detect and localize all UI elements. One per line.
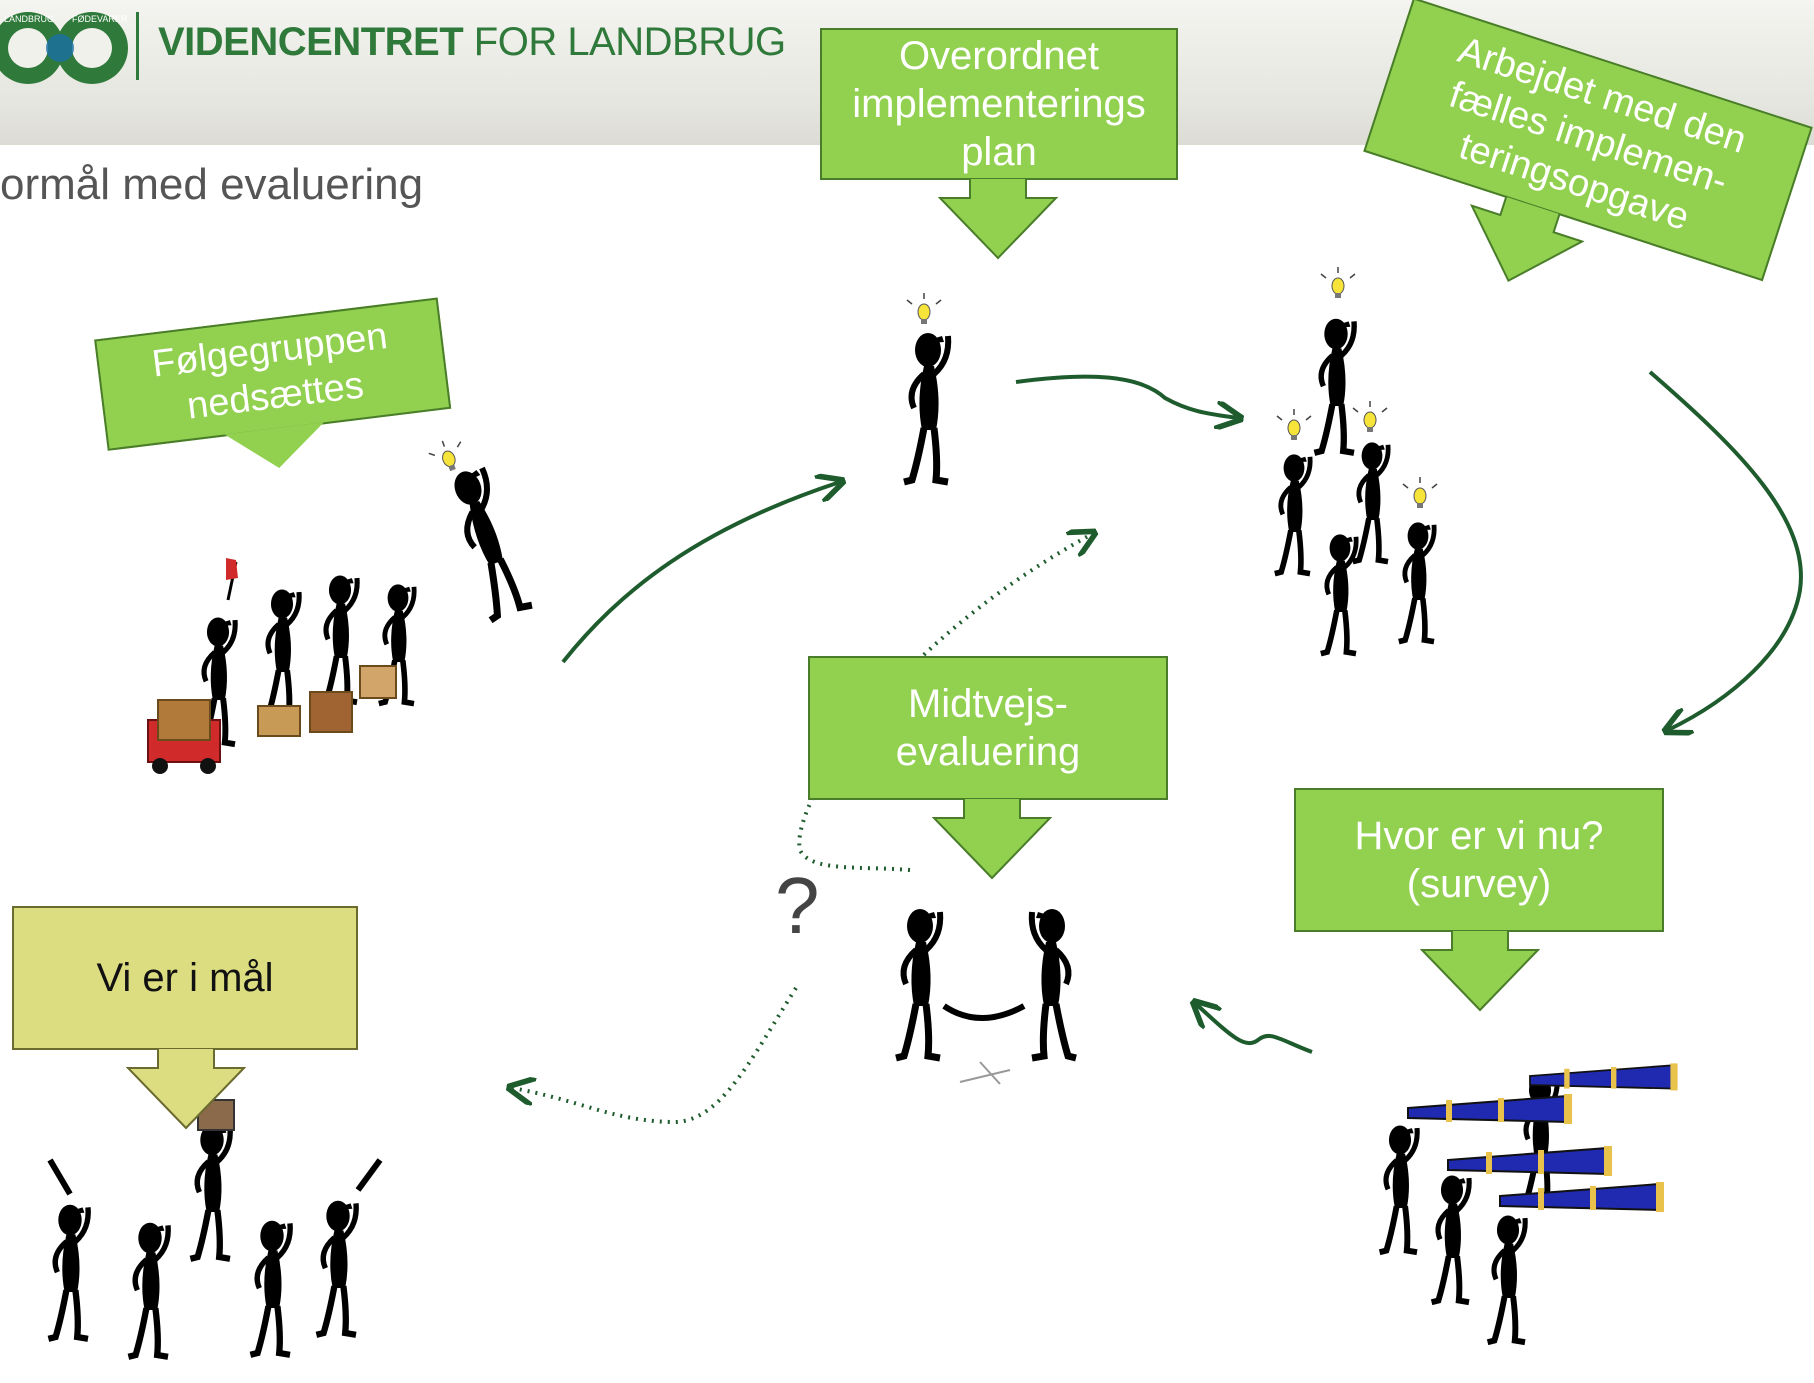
callout-hvor: Hvor er vi nu? (survey) — [1294, 788, 1664, 1012]
travelling-group — [147, 558, 414, 774]
callout-hvor-label: Hvor er vi nu? (survey) — [1354, 814, 1604, 906]
callout-overordnet-arrow — [938, 178, 1058, 260]
brand-name-light: FOR LANDBRUG — [473, 20, 786, 64]
flow-arrow-3 — [1648, 370, 1803, 730]
logo-ring-text-right: FØDEVARER — [72, 14, 128, 24]
logo-icon: LANDBRUG FØDEVARER — [0, 12, 139, 84]
callout-hvor-arrow — [1420, 930, 1540, 1012]
callout-overordnet: Overordnet implementerings plan — [820, 28, 1178, 260]
jumping-figure — [425, 434, 532, 620]
dotted-arrow-goal — [512, 986, 798, 1125]
slide-title: ormål med evaluering — [0, 160, 424, 209]
question-mark: ? — [775, 861, 820, 950]
callout-overordnet-label: Overordnet implementerings plan — [852, 34, 1146, 174]
flow-arrow-4 — [1196, 1004, 1313, 1054]
callout-vi-er-i-maal-label: Vi er i mål — [96, 956, 274, 1000]
brand-name: VIDENCENTRET FOR LANDBRUG — [158, 20, 786, 65]
hand-holding-pair — [896, 909, 1076, 1085]
callout-midtvejs: Midtvejs- evaluering — [808, 656, 1168, 880]
flow-arrow-2 — [1015, 374, 1238, 418]
human-pyramid — [1275, 266, 1438, 654]
callout-arbejdet-arrow — [1469, 194, 1585, 283]
callout-vi-er-i-maal-arrow — [126, 1048, 246, 1130]
logo-ring-text-left: LANDBRUG — [4, 14, 54, 24]
callout-arbejdet: Arbejdet med den fælles implemen- tering… — [1336, 0, 1813, 365]
callout-midtvejs-label: Midtvejs- evaluering — [895, 682, 1081, 774]
brand-name-bold: VIDENCENTRET — [158, 20, 464, 64]
callout-midtvejs-arrow — [932, 798, 1052, 880]
idea-figure — [904, 292, 948, 482]
flow-arrow-1 — [561, 482, 840, 664]
celebrating-group — [48, 1099, 383, 1357]
callout-vi-er-i-maal: Vi er i mål — [12, 906, 358, 1130]
telescope-group — [1380, 1062, 1679, 1342]
callout-folgegruppen-label: Følgegruppen nedsættes — [149, 315, 390, 428]
